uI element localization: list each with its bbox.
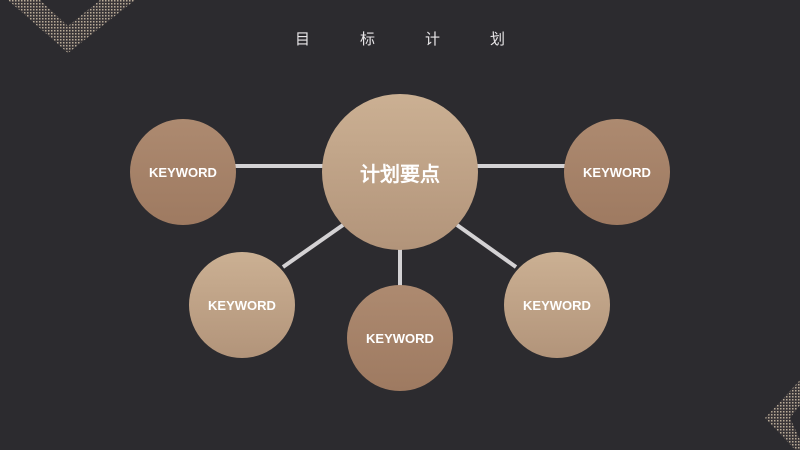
title-char: 标: [359, 30, 375, 48]
keyword-node-bottom-right: KEYWORD: [504, 252, 610, 358]
connector-bottom-left: [281, 223, 345, 269]
keyword-node-right: KEYWORD: [564, 119, 670, 225]
chevron-decoration-top-left: [8, 0, 135, 53]
center-node: 计划要点: [322, 94, 478, 250]
connectors: [234, 164, 566, 286]
connector-bottom-right: [455, 223, 518, 269]
keyword-node-bottom-left: KEYWORD: [189, 252, 295, 358]
slide-title: 目 标 计 划: [0, 28, 800, 49]
title-char: 划: [489, 30, 505, 48]
keyword-node-left: KEYWORD: [130, 119, 236, 225]
title-char: 目: [294, 30, 310, 48]
title-char: 计: [424, 30, 440, 48]
chevron-decoration-bottom-right: [765, 380, 800, 450]
keyword-node-bottom: KEYWORD: [347, 285, 453, 391]
